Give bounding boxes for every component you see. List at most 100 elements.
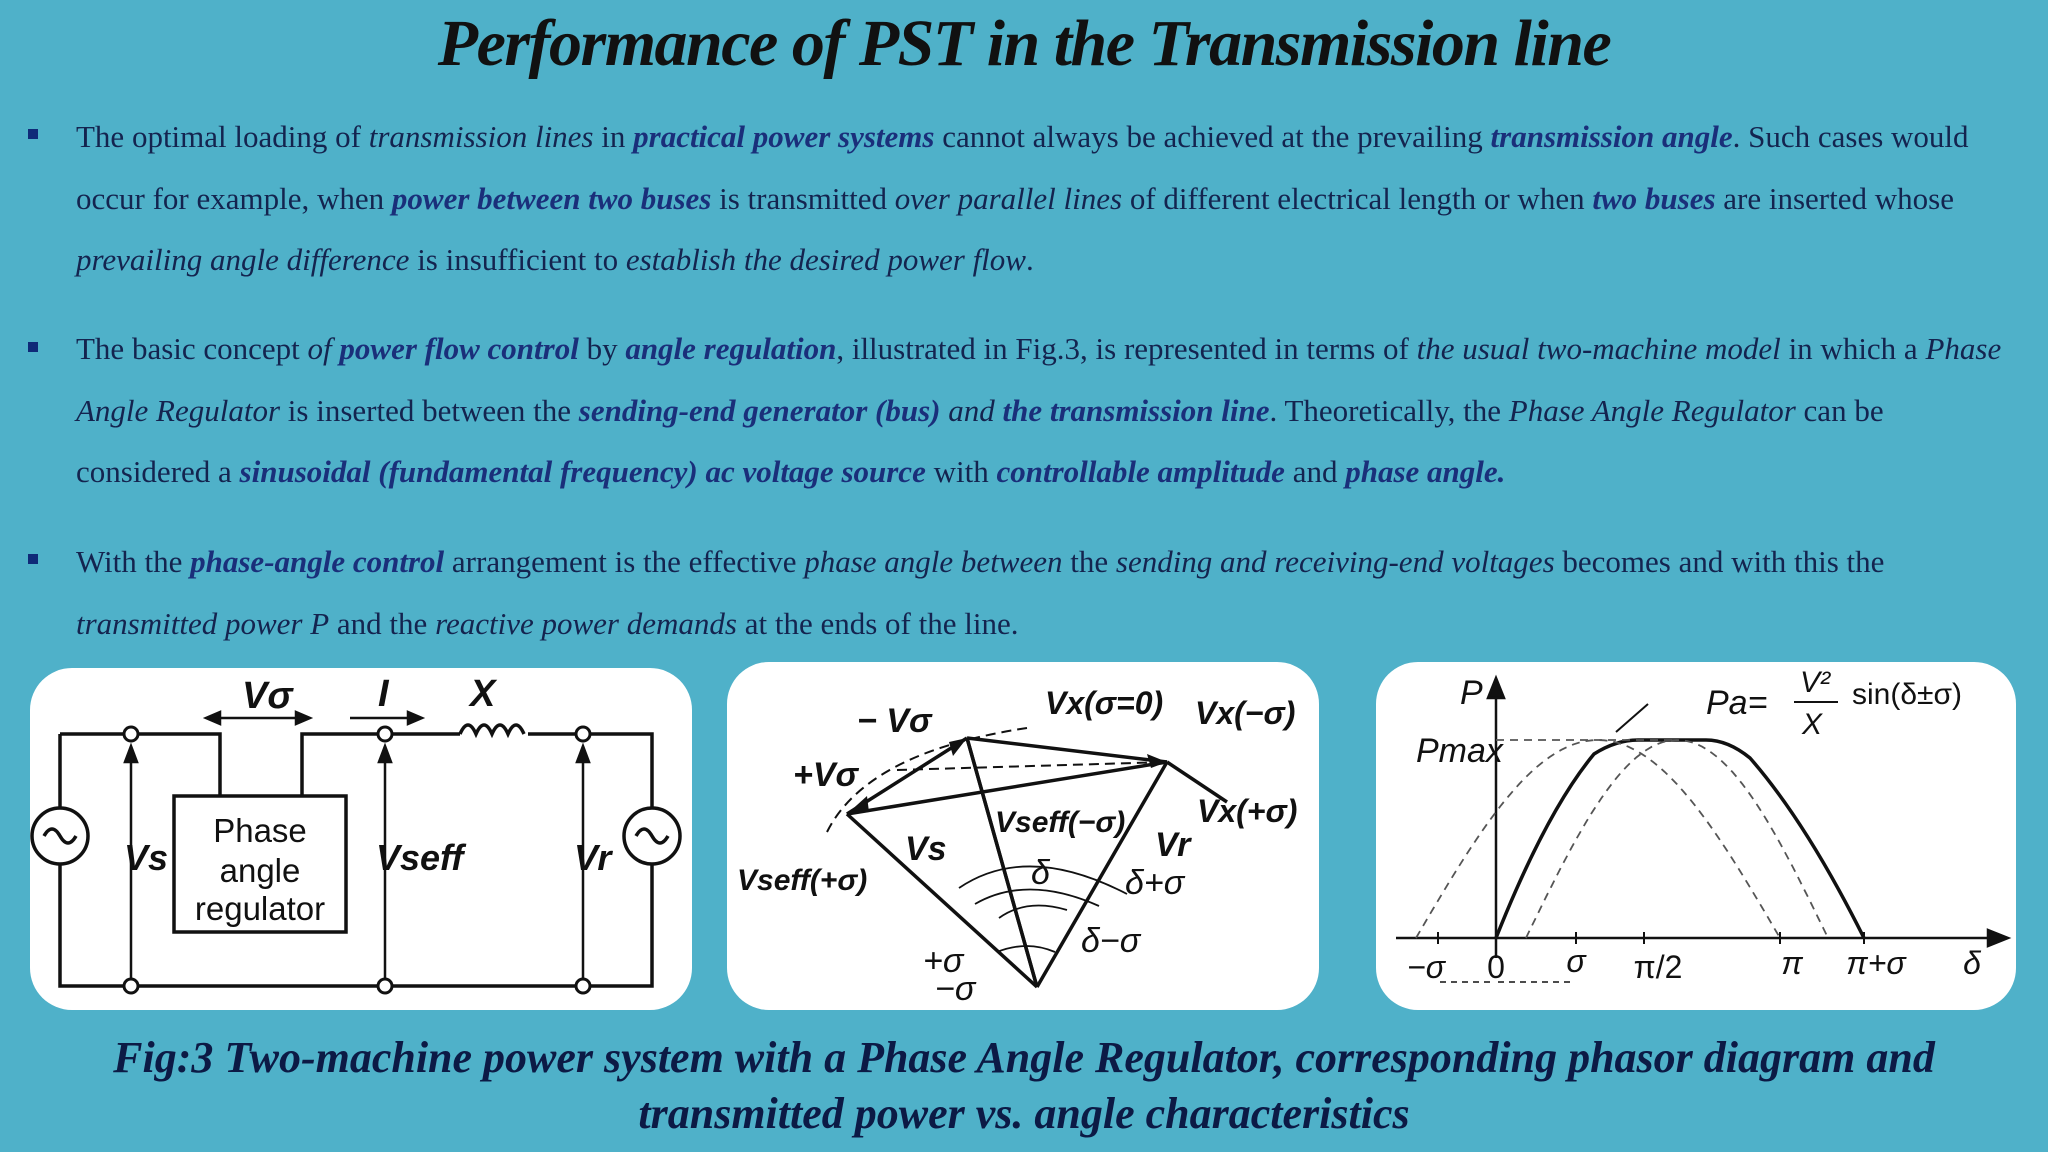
bullet-1-text-segment: . <box>1025 242 1034 277</box>
circuit-diagram: Vσ I X Vs Vseff Vr Phase angle regulator <box>30 673 682 995</box>
current-label: I <box>378 673 390 715</box>
figure-caption: Fig:3 Two-machine power system with a Ph… <box>0 1030 2048 1142</box>
bullet-2-text-segment: in which a <box>1780 331 1926 366</box>
power-curve-shifted <box>1494 738 1866 939</box>
power-curve-plus-sigma <box>1525 739 1829 939</box>
vx-sigma-zero-label: Vx(σ=0) <box>1045 685 1163 721</box>
bullet-2-text-segment: . Theoretically, the <box>1269 392 1509 428</box>
bullet-1-text-segment: The optimal loading of <box>76 119 369 154</box>
bullet-2-text-segment: can be considered a <box>76 392 1884 490</box>
formula-rhs: sin(δ±σ) <box>1852 678 1962 711</box>
delta-label: δ <box>1031 854 1051 892</box>
bullet-marker-3 <box>28 554 38 564</box>
bullet-3-text-segment: reactive power demands <box>435 605 737 641</box>
phasor-vs-label: Vs <box>905 830 947 868</box>
bullet-paragraph-2: The basic concept of power flow control … <box>76 318 2016 503</box>
bullet-1-text-segment: is insufficient to <box>409 242 626 277</box>
box-label-line-2: angle <box>220 852 301 889</box>
bullet-2-text-segment: phase angle. <box>1345 454 1506 489</box>
plus-v-sigma-label: +Vσ <box>793 756 860 794</box>
bullet-1-text-segment: cannot always be achieved at the prevail… <box>934 119 1491 154</box>
bullet-2-text-segment: by <box>578 331 626 366</box>
tick-pi: π <box>1781 945 1803 981</box>
vr-label: Vr <box>574 837 613 878</box>
reactance-label: X <box>468 673 498 715</box>
bullet-2-text-segment: power flow control <box>339 331 579 366</box>
bullet-2-text-segment: and <box>1284 454 1346 489</box>
delta-plus-sigma-label: δ+σ <box>1125 864 1186 902</box>
bullet-1-text-segment: is transmitted <box>711 180 895 216</box>
bullet-2-text-segment: sending-end generator (bus) <box>578 392 941 428</box>
plus-sigma-label: +σ <box>923 942 965 980</box>
minus-v-sigma-label: − Vσ <box>857 702 933 740</box>
vs-label: Vs <box>124 837 168 878</box>
delta-minus-sigma-label: δ−σ <box>1081 922 1142 960</box>
bullet-3-text-segment: phase angle between <box>804 544 1063 579</box>
bullet-2-text-segment: Phase Angle Regulator <box>1508 392 1796 428</box>
bullet-2-text-segment: angle regulation <box>625 331 837 366</box>
vseff-minus-sigma-label: Vseff(−σ) <box>995 806 1125 839</box>
bullet-1-text-segment: prevailing angle difference <box>76 242 410 277</box>
tick-delta: δ <box>1963 945 1982 981</box>
bullet-3-text-segment: and the <box>329 605 436 641</box>
bullet-3-text-segment: arrangement is the effective <box>444 544 805 579</box>
bullet-1-text-segment: two buses <box>1592 180 1716 216</box>
tick-minus-sigma: −σ <box>1407 949 1447 985</box>
bullet-1-text-segment: power between two buses <box>391 180 712 216</box>
tick-sigma: σ <box>1566 943 1587 979</box>
bullet-1-text-segment: practical power systems <box>633 119 935 154</box>
bullet-2-text-segment: Phase Angle Regulator <box>76 331 2002 428</box>
phasor-diagram: − Vσ +Vσ Vx(σ=0) Vx(−σ) Vx(+σ) Vseff(−σ)… <box>737 685 1297 1008</box>
caption-line-2: transmitted power vs. angle characterist… <box>638 1089 1410 1138</box>
bullet-1-text-segment: of different electrical length or when <box>1122 180 1593 216</box>
caption-line-1: Fig:3 Two-machine power system with a Ph… <box>113 1033 1935 1082</box>
formula-numerator: V² <box>1800 666 1831 699</box>
bullet-2-text-segment: and <box>940 392 1003 428</box>
bullet-3-text-segment: the <box>1062 544 1116 579</box>
bullet-3-text-segment: at the ends of the line. <box>736 605 1019 641</box>
bullet-2-text-segment: The basic concept <box>76 331 308 366</box>
v-sigma-label: Vσ <box>242 675 294 717</box>
bullet-3-text-segment: phase-angle control <box>190 544 445 579</box>
bullet-3-text-segment: becomes and with this the <box>1554 544 1885 579</box>
bullet-2-text-segment: with <box>925 454 997 489</box>
box-label-line-1: Phase <box>213 812 307 849</box>
bullet-2-text-segment: is inserted between the <box>280 392 579 428</box>
bullet-1-text-segment: are inserted whose <box>1715 180 1954 216</box>
bullet-marker-2 <box>28 342 38 352</box>
formula-lhs: Pa= <box>1706 684 1767 722</box>
power-angle-plot-panel: P Pmax Pa= V² X sin(δ±σ) −σ 0 σ π/2 π π+… <box>1376 662 2016 1010</box>
bullet-1-text-segment: in <box>593 119 634 154</box>
tick-pi-half: π/2 <box>1634 949 1683 985</box>
bullet-2-text-segment: of <box>307 331 340 366</box>
phasor-diagram-panel: − Vσ +Vσ Vx(σ=0) Vx(−σ) Vx(+σ) Vseff(−σ)… <box>727 662 1319 1010</box>
vx-minus-sigma-label: Vx(−σ) <box>1195 695 1295 731</box>
bullet-1-text-segment: transmission angle <box>1490 119 1733 154</box>
bullet-2-text-segment: sinusoidal (fundamental frequency) ac vo… <box>239 454 926 489</box>
circuit-diagram-panel: Vσ I X Vs Vseff Vr Phase angle regulator <box>30 668 692 1010</box>
bullet-2-text-segment: , illustrated in Fig.3, is represented i… <box>836 331 1417 366</box>
bullet-paragraph-1: The optimal loading of transmission line… <box>76 106 2016 291</box>
vseff-plus-sigma-label: Vseff(+σ) <box>737 864 867 897</box>
formula-denominator: X <box>1801 708 1823 741</box>
bullet-1-text-segment: over parallel lines <box>894 180 1123 216</box>
bullet-3-text-segment: With the <box>76 544 191 579</box>
bullet-3-text-segment: transmitted power P <box>76 605 330 641</box>
tick-zero: 0 <box>1487 949 1505 985</box>
bullet-marker-1 <box>28 129 38 139</box>
vx-plus-sigma-label: Vx(+σ) <box>1197 793 1297 829</box>
tick-pi-plus-sigma: π+σ <box>1846 945 1907 981</box>
bullet-2-text-segment: the transmission line <box>1002 392 1270 428</box>
bullet-1-text-segment: establish the desired power flow <box>625 242 1026 277</box>
bullet-paragraph-3: With the phase-angle control arrangement… <box>76 531 2016 654</box>
pmax-label: Pmax <box>1416 732 1504 770</box>
bullet-3-text-segment: sending and receiving-end voltages <box>1115 544 1555 579</box>
page-title: Performance of PST in the Transmission l… <box>437 7 1612 80</box>
power-angle-plot: P Pmax Pa= V² X sin(δ±σ) −σ 0 σ π/2 π π+… <box>1396 666 2012 985</box>
vseff-label: Vseff <box>376 837 466 878</box>
phasor-vr-label: Vr <box>1155 826 1192 864</box>
box-label-line-3: regulator <box>195 890 325 927</box>
bullet-2-text-segment: the usual two-machine model <box>1416 331 1781 366</box>
p-axis-label: P <box>1460 674 1483 712</box>
bullet-1-text-segment: . Such cases would occur for example, wh… <box>76 119 1969 216</box>
